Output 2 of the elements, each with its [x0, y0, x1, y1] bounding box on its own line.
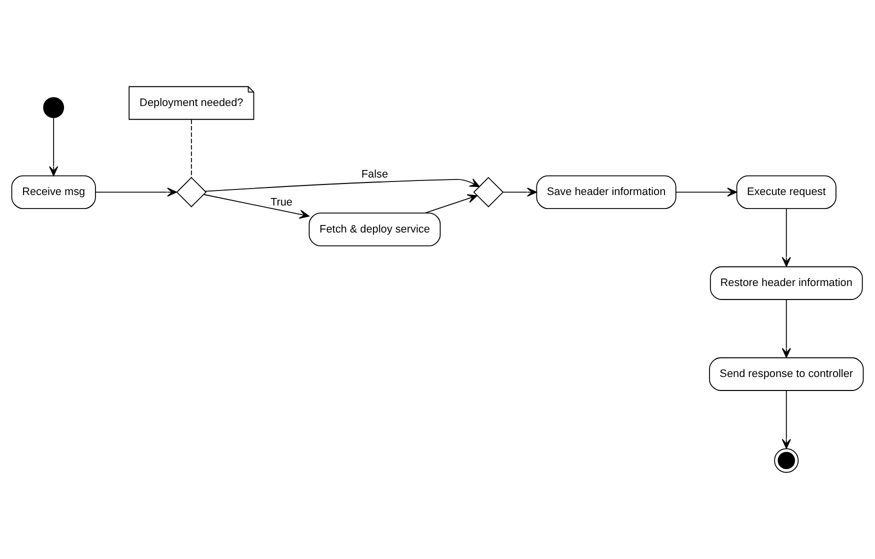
edge-label: True — [270, 196, 292, 208]
edge-label: False — [361, 168, 388, 180]
